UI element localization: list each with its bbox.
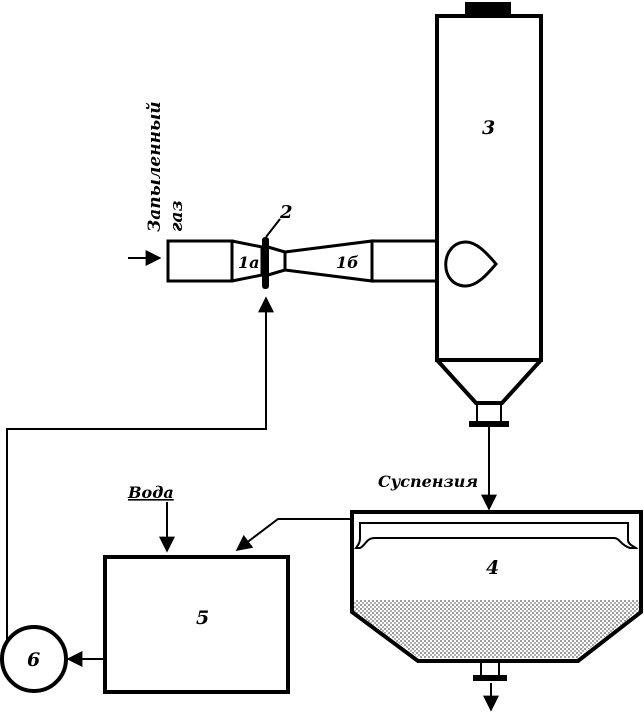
settler-outlet — [480, 661, 500, 675]
tangential-inlet — [444, 240, 498, 288]
circulation-tank — [103, 555, 290, 694]
label-6: 6 — [27, 649, 40, 671]
separator-column: 3 — [435, 2, 543, 427]
water-label: Вода — [127, 483, 174, 502]
gas-inlet-label: Запыленный газ — [145, 101, 187, 232]
gas-label-line2: газ — [167, 200, 187, 232]
separator-body — [435, 14, 543, 362]
nozzle-leader — [265, 218, 281, 238]
settler-sludge — [354, 600, 639, 658]
inlet-pipe — [166, 239, 234, 283]
separator-outlet — [476, 403, 502, 421]
pump — [0, 625, 68, 693]
spray-nozzle: 2 — [262, 202, 293, 289]
separator-outlet-flange — [469, 421, 509, 427]
overflow-return-line — [235, 518, 352, 551]
venturi-throat — [267, 245, 287, 277]
label-4: 4 — [486, 557, 499, 579]
suspension-label: Суспензия — [378, 472, 478, 491]
separator-top-flange — [465, 2, 511, 14]
label-3: 3 — [482, 117, 495, 139]
venturi-scrubber: 1а 1б — [166, 239, 437, 283]
settler-outlet-flange — [473, 675, 507, 681]
overflow-trough — [354, 522, 639, 549]
nozzle-ring — [262, 237, 269, 289]
venturi-diffuser-1b — [284, 239, 374, 283]
settling-tank: 4 — [350, 510, 643, 712]
label-1a: 1а — [238, 253, 260, 272]
gas-label-line1: Запыленный — [145, 101, 165, 232]
outlet-pipe — [372, 239, 437, 283]
recirculation-line — [6, 296, 274, 641]
settler-body — [350, 510, 643, 663]
label-1b: 1б — [336, 253, 359, 272]
label-5: 5 — [196, 607, 209, 629]
separator-cone — [435, 358, 543, 405]
label-2: 2 — [279, 202, 293, 223]
